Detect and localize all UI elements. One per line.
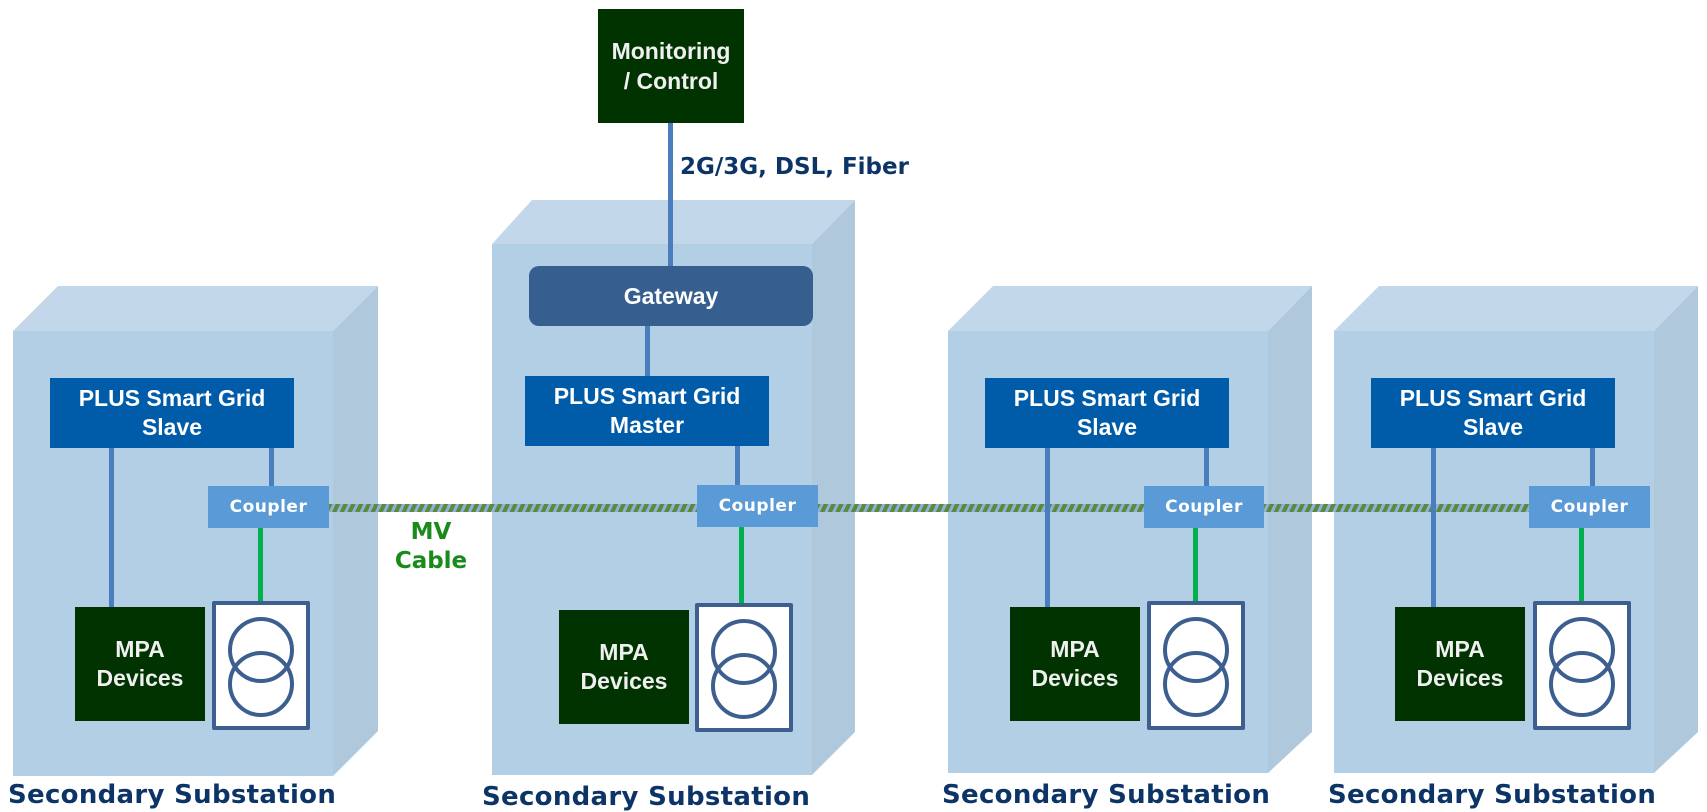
network-label: 2G/3G, DSL, Fiber: [680, 154, 909, 180]
mpa-label: MPA Devices: [580, 639, 668, 694]
plus-slave-box[interactable]: PLUS Smart Grid Slave: [50, 378, 294, 448]
gateway-label: Gateway: [623, 282, 719, 309]
substation-title: Secondary Substation: [942, 780, 1271, 810]
plus-label: PLUS Smart Grid Slave: [78, 385, 266, 440]
plus-coupler-link: [1590, 448, 1595, 487]
coupler-transformer-link: [739, 527, 744, 605]
mv-cable: [328, 504, 698, 512]
plus-label: PLUS Smart Grid Master: [553, 383, 741, 438]
mv-cable-label: MV Cable: [394, 519, 468, 574]
mv-cable: [816, 504, 1144, 512]
plus-mpa-link: [1045, 448, 1050, 608]
substation-title: Secondary Substation: [8, 780, 337, 810]
coupler-label: Coupler: [1165, 497, 1243, 517]
plus-mpa-link: [109, 448, 114, 608]
plus-master-box[interactable]: PLUS Smart Grid Master: [525, 376, 769, 446]
coupler-label: Coupler: [718, 496, 797, 516]
substation-title: Secondary Substation: [482, 782, 811, 812]
coupler-label: Coupler: [1550, 497, 1629, 517]
coupler-transformer-link: [1193, 528, 1198, 602]
mpa-label: MPA Devices: [96, 636, 184, 691]
plus-coupler-link: [735, 446, 740, 486]
transformer-icon: [1533, 601, 1631, 730]
wan-link: [668, 123, 673, 267]
transformer-icon: [695, 603, 793, 732]
mpa-devices-box[interactable]: MPA Devices: [75, 607, 205, 721]
transformer-icon: [1147, 601, 1245, 730]
coupler-label: Coupler: [229, 497, 308, 517]
plus-label: PLUS Smart Grid Slave: [1013, 385, 1201, 440]
mpa-label: MPA Devices: [1031, 636, 1119, 691]
mpa-label: MPA Devices: [1416, 636, 1504, 691]
mpa-devices-box[interactable]: MPA Devices: [1395, 607, 1525, 721]
gateway-master-link: [645, 326, 650, 376]
coupler-box[interactable]: Coupler: [1144, 486, 1264, 528]
coupler-box[interactable]: Coupler: [697, 485, 818, 527]
coupler-box[interactable]: Coupler: [1529, 486, 1650, 528]
plus-coupler-link: [1204, 448, 1209, 487]
coupler-transformer-link: [1579, 528, 1584, 602]
monitoring-control-box[interactable]: Monitoring / Control: [598, 9, 744, 123]
plus-slave-box[interactable]: PLUS Smart Grid Slave: [985, 378, 1229, 448]
coupler-transformer-link: [258, 528, 263, 602]
coupler-box[interactable]: Coupler: [208, 486, 329, 528]
plus-label: PLUS Smart Grid Slave: [1399, 385, 1587, 440]
plus-mpa-link: [1431, 448, 1436, 608]
transformer-icon: [212, 601, 310, 730]
substation-title: Secondary Substation: [1328, 780, 1657, 810]
plus-coupler-link: [269, 448, 274, 487]
plus-slave-box[interactable]: PLUS Smart Grid Slave: [1371, 378, 1615, 448]
gateway-box[interactable]: Gateway: [529, 266, 813, 326]
monitoring-control-label: Monitoring / Control: [611, 38, 731, 94]
mpa-devices-box[interactable]: MPA Devices: [1010, 607, 1140, 721]
mpa-devices-box[interactable]: MPA Devices: [559, 610, 689, 724]
mv-cable: [1262, 504, 1530, 512]
